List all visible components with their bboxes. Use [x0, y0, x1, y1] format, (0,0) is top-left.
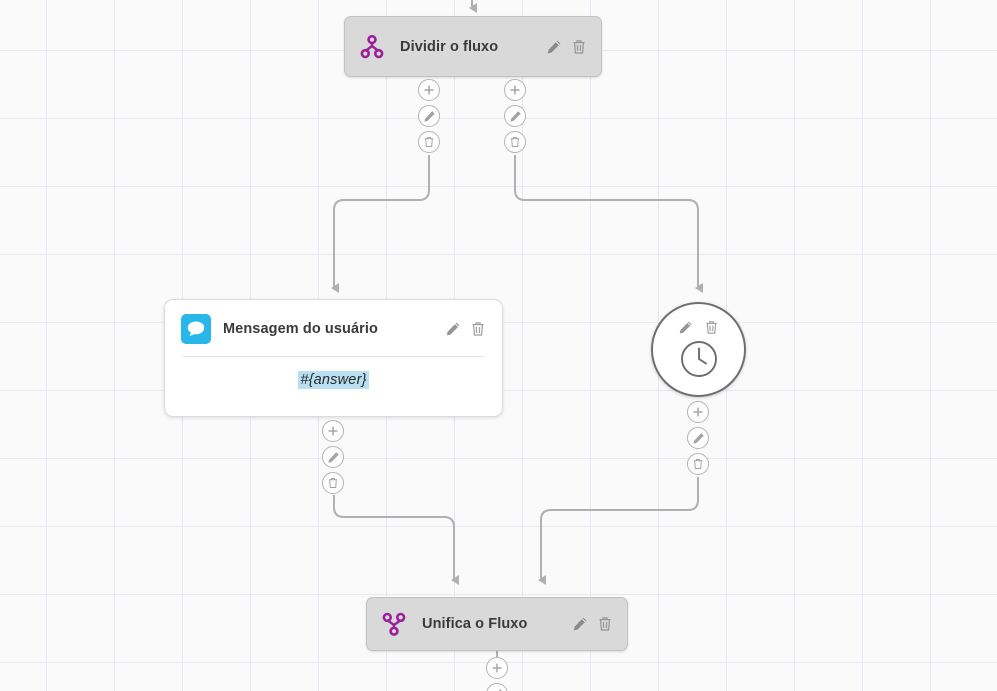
edge-timer-to-merge: [538, 477, 699, 585]
add-node-button[interactable]: [687, 401, 709, 423]
node-actions: [445, 321, 486, 337]
edit-edge-button[interactable]: [486, 683, 508, 691]
node-body: #{answer}: [165, 357, 502, 409]
connector-stack-split-left[interactable]: [418, 79, 440, 157]
node-actions: [678, 320, 720, 336]
edit-edge-button[interactable]: [418, 105, 440, 127]
node-dividir-o-fluxo[interactable]: Dividir o fluxo: [344, 16, 602, 77]
split-flow-icon: [359, 34, 385, 60]
node-mensagem-do-usuario[interactable]: Mensagem do usuário: [164, 299, 503, 417]
connector-stack-message[interactable]: [322, 420, 344, 498]
node-unifica-o-fluxo[interactable]: Unifica o Fluxo: [366, 597, 628, 651]
clock-icon: [678, 338, 720, 380]
trash-icon[interactable]: [597, 616, 613, 632]
edit-edge-button[interactable]: [504, 105, 526, 127]
trash-icon[interactable]: [571, 39, 587, 55]
add-node-button[interactable]: [504, 79, 526, 101]
node-title: Unifica o Fluxo: [422, 616, 528, 632]
pencil-icon[interactable]: [678, 320, 694, 336]
node-actions: [546, 39, 587, 55]
trash-icon[interactable]: [470, 321, 486, 337]
delete-edge-button[interactable]: [504, 131, 526, 153]
delete-edge-button[interactable]: [687, 453, 709, 475]
edge-split-to-message: [331, 155, 430, 293]
pencil-icon[interactable]: [546, 39, 562, 55]
delete-edge-button[interactable]: [418, 131, 440, 153]
delete-edge-button[interactable]: [322, 472, 344, 494]
edit-edge-button[interactable]: [687, 427, 709, 449]
edge-message-to-merge: [333, 495, 459, 585]
chat-bubble-icon: [181, 314, 211, 344]
connector-stack-merge[interactable]: [486, 657, 508, 691]
answer-variable-token[interactable]: #{answer}: [298, 371, 369, 389]
add-node-button[interactable]: [486, 657, 508, 679]
node-title: Mensagem do usuário: [223, 321, 378, 337]
pencil-icon[interactable]: [572, 616, 588, 632]
divider: [183, 356, 484, 357]
trash-icon[interactable]: [704, 320, 720, 336]
connector-stack-split-right[interactable]: [504, 79, 526, 157]
connector-stack-timer[interactable]: [687, 401, 709, 479]
add-node-button[interactable]: [418, 79, 440, 101]
node-title: Dividir o fluxo: [400, 38, 499, 55]
pencil-icon[interactable]: [445, 321, 461, 337]
node-actions: [572, 616, 613, 632]
add-node-button[interactable]: [322, 420, 344, 442]
node-header: Mensagem do usuário: [165, 300, 502, 356]
merge-flow-icon: [381, 611, 407, 637]
edge-split-to-timer: [514, 155, 703, 293]
node-timer[interactable]: [651, 302, 746, 397]
edit-edge-button[interactable]: [322, 446, 344, 468]
